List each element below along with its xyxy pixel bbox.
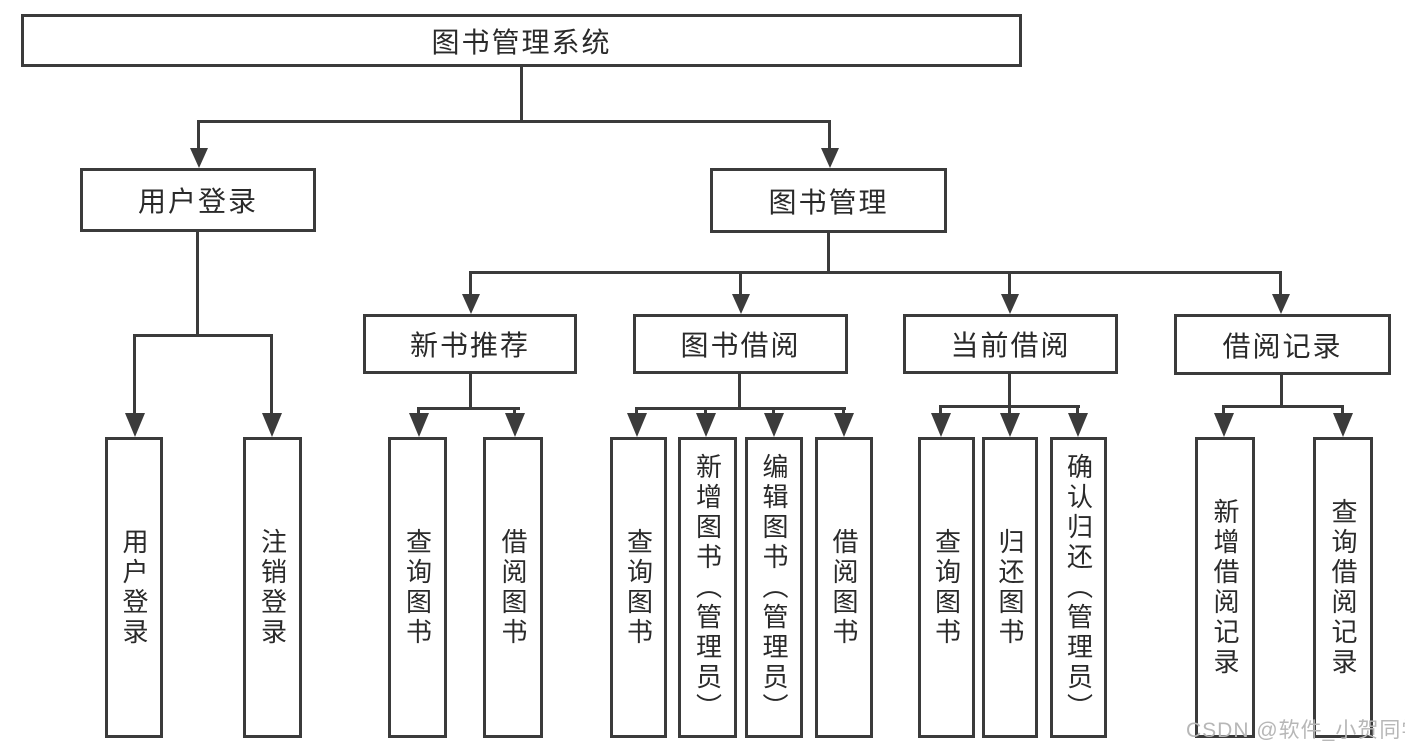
- connector-book-borrowing-stem: [738, 374, 741, 410]
- connector-drop-new-book: [469, 271, 472, 294]
- connector-drop: [1076, 405, 1079, 417]
- arrow-down-icon: [1214, 413, 1234, 437]
- leaf-user-login-label: 用户登录: [119, 527, 149, 648]
- connector-drop: [939, 405, 942, 417]
- connector-new-book-bus: [417, 407, 520, 410]
- node-new-book-recommend: 新书推荐: [363, 314, 577, 374]
- leaf-edit-books-admin: 编辑图书（管理员）: [745, 437, 803, 738]
- connector-root-stem: [520, 67, 523, 122]
- leaf-logout: 注销登录: [243, 437, 302, 738]
- connector-drop: [513, 407, 516, 417]
- connector-user-login-stem: [196, 232, 199, 336]
- connector-drop: [1341, 405, 1344, 417]
- node-book-management: 图书管理: [710, 168, 947, 233]
- connector-drop-user-login: [197, 120, 200, 150]
- connector-drop-current-borrowing: [1008, 271, 1011, 294]
- connector-book-borrowing-bus: [635, 407, 846, 410]
- arrow-down-icon: [1001, 294, 1019, 314]
- arrow-down-icon: [125, 413, 145, 437]
- arrow-down-icon: [262, 413, 282, 437]
- leaf-return-books: 归还图书: [982, 437, 1038, 738]
- arrow-down-icon: [764, 413, 784, 437]
- node-borrowing-records-label: 借阅记录: [1222, 330, 1343, 362]
- arrow-down-icon: [627, 413, 647, 437]
- node-book-borrowing: 图书借阅: [633, 314, 848, 374]
- arrow-down-icon: [409, 413, 429, 437]
- connector-drop: [417, 407, 420, 417]
- csdn-watermark: CSDN @软件_小贺同学: [1186, 719, 1405, 742]
- connector-borrowing-records-stem: [1280, 375, 1283, 408]
- node-user-login-label: 用户登录: [137, 186, 258, 217]
- arrow-down-icon: [1333, 413, 1353, 437]
- node-book-management-label: 图书管理: [768, 186, 889, 218]
- leaf-query-books-recommend-label: 查询图书: [402, 527, 433, 648]
- arrow-down-icon: [190, 148, 208, 168]
- connector-root-bus: [197, 120, 831, 123]
- leaf-edit-books-admin-label: 编辑图书（管理员）: [759, 452, 789, 723]
- leaf-add-borrow-record: 新增借阅记录: [1195, 437, 1255, 738]
- connector-current-borrowing-stem: [1008, 374, 1011, 408]
- node-root-label: 图书管理系统: [431, 26, 612, 58]
- leaf-add-books-admin-label: 新增图书（管理员）: [692, 452, 723, 723]
- arrow-down-icon: [834, 413, 854, 437]
- leaf-query-borrow-record-label: 查询借阅记录: [1328, 497, 1358, 678]
- arrow-down-icon: [696, 413, 716, 437]
- leaf-query-books-recommend: 查询图书: [388, 437, 447, 738]
- leaf-return-books-label: 归还图书: [995, 527, 1025, 648]
- connector-user-login-bus: [133, 334, 273, 337]
- leaf-query-books-current-label: 查询图书: [931, 527, 962, 648]
- arrow-down-icon: [505, 413, 525, 437]
- connector-new-book-stem: [469, 374, 472, 410]
- connector-drop-leaf-user-login: [133, 334, 136, 413]
- node-user-login: 用户登录: [80, 168, 316, 232]
- connector-drop: [704, 407, 707, 417]
- arrow-down-icon: [462, 294, 480, 314]
- leaf-add-books-admin: 新增图书（管理员）: [678, 437, 737, 738]
- arrow-down-icon: [1000, 413, 1020, 437]
- leaf-borrow-books-recommend: 借阅图书: [483, 437, 543, 738]
- connector-drop: [1222, 405, 1225, 417]
- leaf-query-books-borrowing-label: 查询图书: [623, 527, 654, 648]
- node-current-borrowing-label: 当前借阅: [950, 330, 1071, 361]
- connector-book-management-bus: [469, 271, 1282, 274]
- leaf-query-books-current: 查询图书: [918, 437, 975, 738]
- connector-drop-leaf-logout: [270, 334, 273, 413]
- leaf-confirm-return-admin: 确认归还（管理员）: [1050, 437, 1107, 738]
- node-root: 图书管理系统: [21, 14, 1022, 67]
- node-book-borrowing-label: 图书借阅: [680, 330, 801, 361]
- node-new-book-recommend-label: 新书推荐: [409, 330, 530, 361]
- arrow-down-icon: [1068, 413, 1088, 437]
- connector-borrowing-records-bus: [1222, 405, 1344, 408]
- leaf-user-login: 用户登录: [105, 437, 163, 738]
- connector-drop: [772, 407, 775, 417]
- leaf-borrow-books-borrowing-label: 借阅图书: [829, 527, 859, 648]
- leaf-add-borrow-record-label: 新增借阅记录: [1210, 497, 1240, 678]
- leaf-query-borrow-record: 查询借阅记录: [1313, 437, 1373, 738]
- connector-drop: [1008, 405, 1011, 417]
- connector-drop: [842, 407, 845, 417]
- arrow-down-icon: [732, 294, 750, 314]
- connector-book-management-stem: [827, 233, 830, 274]
- connector-drop: [635, 407, 638, 417]
- node-current-borrowing: 当前借阅: [903, 314, 1118, 374]
- connector-drop-borrowing-records: [1279, 271, 1282, 294]
- leaf-query-books-borrowing: 查询图书: [610, 437, 667, 738]
- leaf-borrow-books-recommend-label: 借阅图书: [498, 527, 528, 648]
- node-borrowing-records: 借阅记录: [1174, 314, 1391, 375]
- leaf-logout-label: 注销登录: [257, 527, 288, 648]
- arrow-down-icon: [1272, 294, 1290, 314]
- leaf-borrow-books-borrowing: 借阅图书: [815, 437, 873, 738]
- connector-drop-book-management: [828, 120, 831, 150]
- arrow-down-icon: [821, 148, 839, 168]
- leaf-confirm-return-admin-label: 确认归还（管理员）: [1063, 452, 1094, 723]
- arrow-down-icon: [931, 413, 951, 437]
- connector-drop-book-borrowing: [739, 271, 742, 294]
